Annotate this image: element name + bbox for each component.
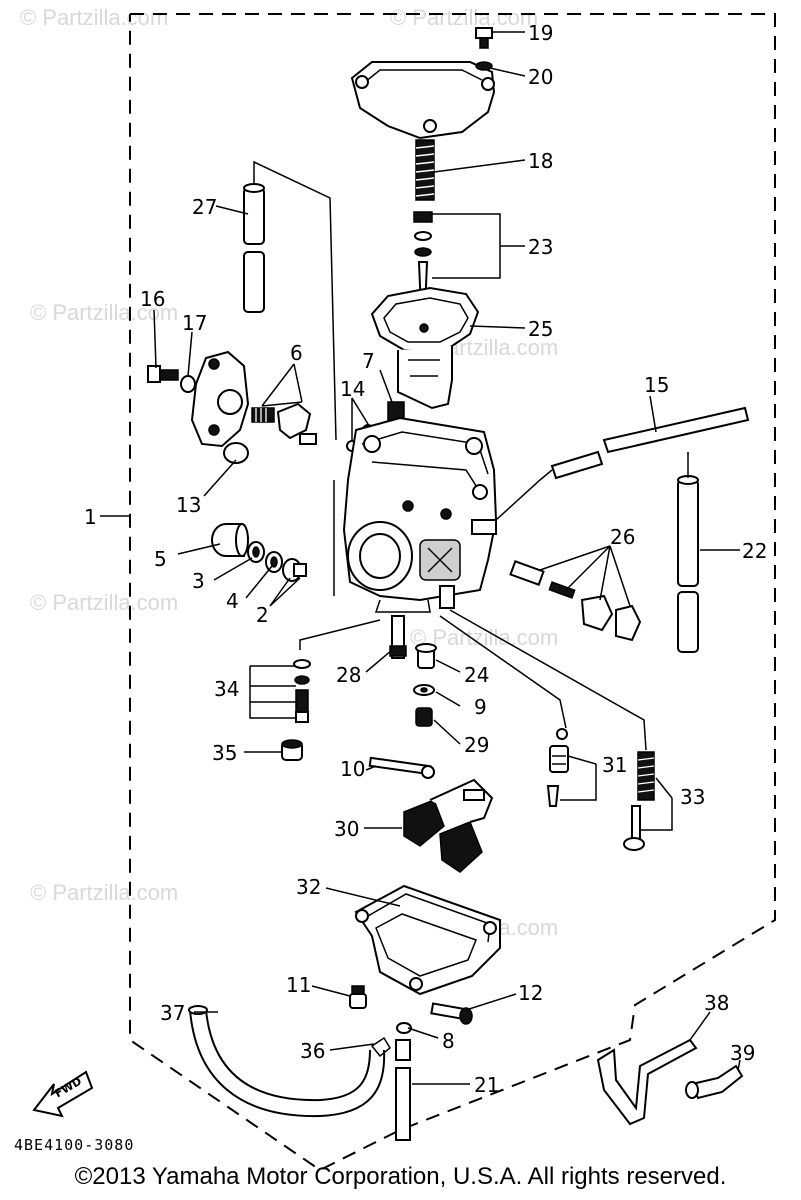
carburetor-body-1 — [342, 416, 498, 613]
spring-screw-33 — [623, 751, 655, 851]
callout-39: 39 — [730, 1041, 755, 1065]
needle-valve-31 — [546, 728, 569, 807]
hose-15 — [550, 406, 750, 480]
callout-25: 25 — [528, 317, 553, 341]
callout-30: 30 — [334, 817, 359, 841]
drain-screw-12 — [430, 1002, 473, 1025]
enricher-set-6 — [251, 402, 317, 445]
joint-5 — [211, 523, 249, 557]
callout-32: 32 — [296, 875, 321, 899]
callout-26: 26 — [610, 525, 635, 549]
callout-11: 11 — [286, 973, 311, 997]
callout-31: 31 — [602, 753, 627, 777]
diaphragm-25 — [370, 286, 480, 410]
screw-11 — [349, 985, 367, 1009]
fwd-arrow-icon: FWD — [32, 1070, 94, 1118]
callout-27: 27 — [192, 195, 217, 219]
carb-top-cover — [350, 61, 496, 140]
callout-36: 36 — [300, 1039, 325, 1063]
callout-13: 13 — [176, 493, 201, 517]
callout-3: 3 — [192, 569, 205, 593]
washer-20 — [475, 61, 493, 71]
leader-lines — [100, 31, 741, 1085]
washer-4 — [265, 551, 283, 573]
callout-1: 1 — [84, 505, 97, 529]
callout-24: 24 — [464, 663, 489, 687]
main-jet-29 — [415, 707, 433, 727]
hose-21 — [395, 1039, 411, 1141]
o-ring-8 — [396, 1022, 412, 1034]
callout-4: 4 — [226, 589, 239, 613]
watermark: © Partzilla.com — [390, 5, 538, 30]
part-code: 4BE4100-3080 — [14, 1136, 134, 1154]
watermark: © Partzilla.com — [30, 880, 178, 905]
copyright-notice: ©2013 Yamaha Motor Corporation, U.S.A. A… — [74, 1163, 727, 1190]
callout-2: 2 — [256, 603, 269, 627]
callout-15: 15 — [644, 373, 669, 397]
callout-8: 8 — [442, 1029, 455, 1053]
callout-34: 34 — [214, 677, 239, 701]
callout-18: 18 — [528, 149, 553, 173]
callout-6: 6 — [290, 341, 303, 365]
callout-21: 21 — [474, 1073, 499, 1097]
washer-3 — [247, 541, 265, 563]
callout-17: 17 — [182, 311, 207, 335]
pilot-screw-set-34 — [293, 659, 311, 723]
pilot-jet-28 — [389, 615, 407, 659]
callout-28: 28 — [336, 663, 361, 687]
washer-9 — [413, 684, 435, 696]
callout-19: 19 — [528, 21, 553, 45]
bracket-38 — [596, 1038, 698, 1126]
callout-35: 35 — [212, 741, 237, 765]
callout-7: 7 — [362, 349, 375, 373]
spring-18 — [415, 139, 435, 201]
float-chamber-32 — [354, 884, 501, 996]
o-ring-17 — [180, 375, 196, 393]
screw-19 — [475, 27, 493, 49]
callout-29: 29 — [464, 733, 489, 757]
watermark: © Partzilla.com — [20, 5, 168, 30]
assembly-boundary — [129, 13, 776, 1172]
hose-27 — [243, 183, 265, 313]
callout-10: 10 — [340, 757, 365, 781]
hose-39 — [685, 1064, 744, 1100]
callout-37: 37 — [160, 1001, 185, 1025]
float-30 — [403, 778, 494, 873]
pin-10 — [368, 756, 435, 779]
watermark: © Partzilla.com — [30, 590, 178, 615]
coasting-enricher-cover — [190, 350, 250, 448]
callout-22: 22 — [742, 539, 767, 563]
throttle-stop-screw-26 — [509, 560, 642, 642]
screw-2 — [282, 558, 307, 582]
callout-5: 5 — [154, 547, 167, 571]
hose-22 — [677, 475, 699, 653]
o-ring-13 — [223, 442, 249, 464]
callout-9: 9 — [474, 695, 487, 719]
callout-16: 16 — [140, 287, 165, 311]
needle-jet-24 — [415, 643, 437, 669]
callout-33: 33 — [680, 785, 705, 809]
plug-35 — [281, 739, 303, 761]
screw-16 — [147, 365, 179, 383]
callout-12: 12 — [518, 981, 543, 1005]
callout-20: 20 — [528, 65, 553, 89]
callout-23: 23 — [528, 235, 553, 259]
clip-36 — [370, 1036, 391, 1058]
callout-38: 38 — [704, 991, 729, 1015]
callout-labels: 19 20 18 23 25 27 16 17 6 7 14 15 13 1 5… — [84, 21, 767, 1097]
callout-14: 14 — [340, 377, 365, 401]
